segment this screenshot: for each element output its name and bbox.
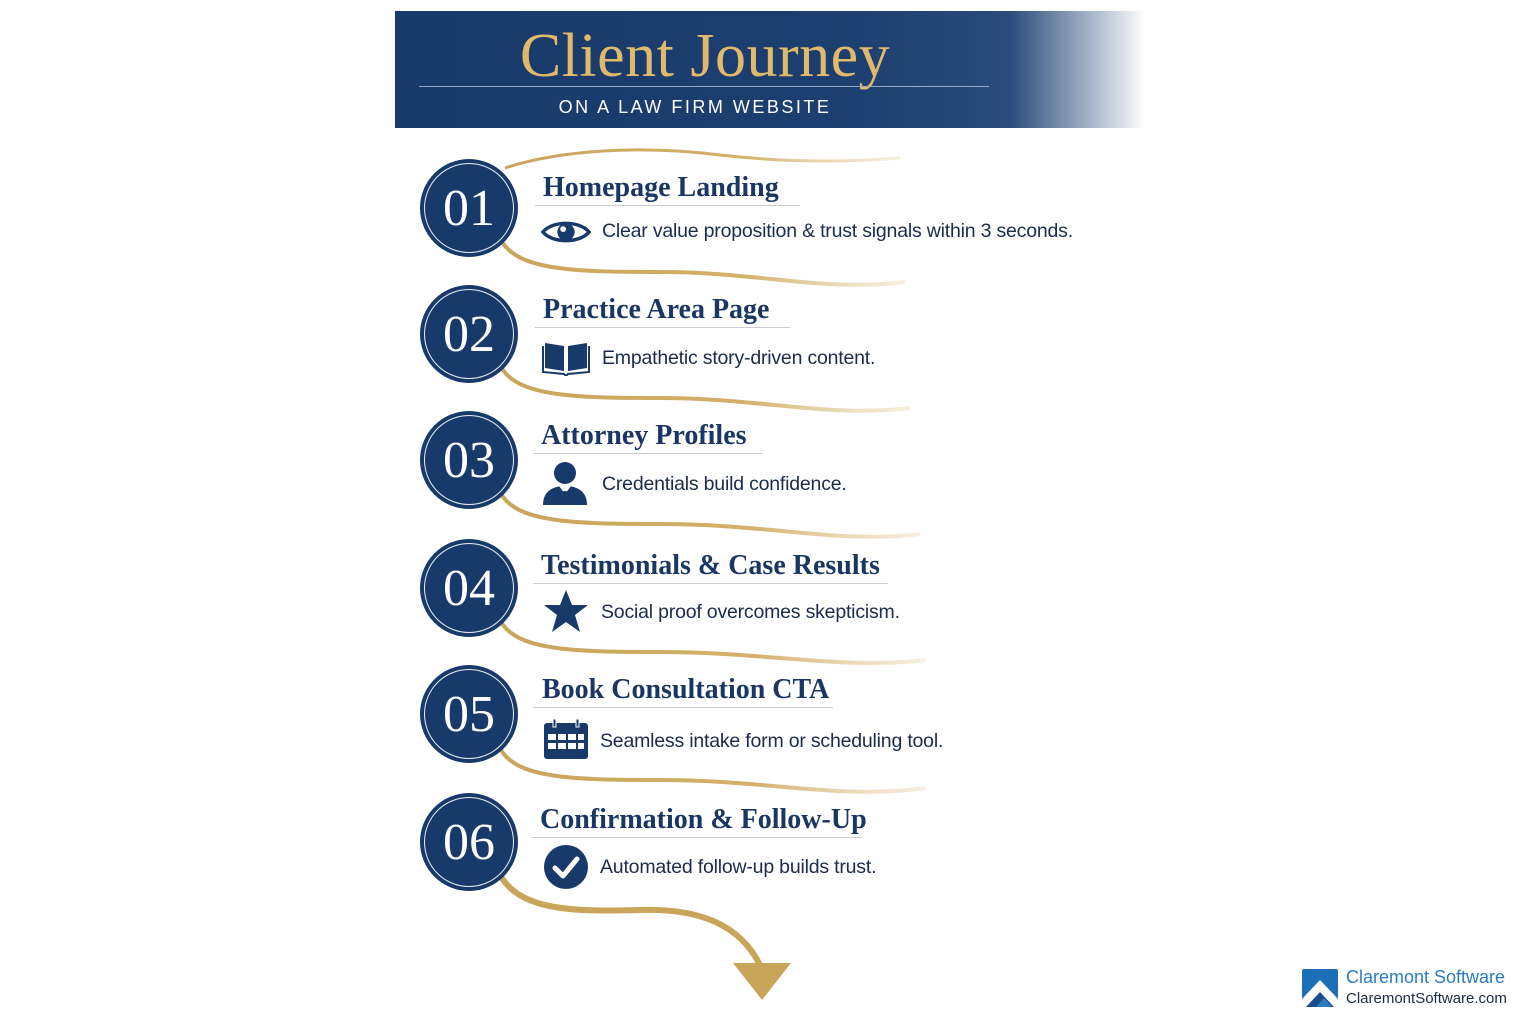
- step-title: Book Consultation CTA: [542, 674, 830, 705]
- step-description: Automated follow-up builds trust.: [600, 856, 877, 878]
- step-title: Homepage Landing: [543, 172, 779, 203]
- step-description: Clear value proposition & trust signals …: [602, 220, 1073, 242]
- down-arrow-icon: [733, 963, 791, 1000]
- step-description: Social proof overcomes skepticism.: [601, 601, 900, 623]
- brand-name: Claremont Software: [1346, 967, 1506, 987]
- star-icon: [541, 588, 591, 634]
- step-number-badge: 04: [421, 540, 517, 636]
- checkmark-circle-icon: [541, 844, 591, 890]
- claremont-logo-icon: [1302, 969, 1338, 1007]
- step-number-badge: 03: [421, 412, 517, 508]
- brand-footer: Claremont Software ClaremontSoftware.com: [1302, 967, 1527, 1013]
- step-title: Testimonials & Case Results: [541, 550, 880, 581]
- step-title-underline: [532, 837, 862, 838]
- page-subtitle: ON A LAW FIRM WEBSITE: [558, 97, 832, 117]
- step-title-underline: [533, 583, 888, 584]
- journey-step-3: 03 Attorney Profiles Credentials build c…: [0, 410, 1536, 520]
- journey-step-2: 02 Practice Area Page Empathetic story-d…: [0, 284, 1536, 394]
- brand-url[interactable]: ClaremontSoftware.com: [1346, 990, 1507, 1007]
- step-description: Credentials build confidence.: [602, 473, 847, 495]
- step-title-underline: [535, 205, 800, 206]
- eye-icon: [541, 212, 591, 252]
- journey-step-1: 01 Homepage Landing Clear value proposit…: [0, 158, 1536, 268]
- journey-step-6: 06 Confirmation & Follow-Up Automated fo…: [0, 792, 1536, 902]
- open-book-icon: [541, 338, 591, 378]
- step-title-underline: [533, 453, 763, 454]
- step-title: Practice Area Page: [543, 294, 770, 325]
- step-description: Empathetic story-driven content.: [602, 347, 876, 369]
- calendar-icon: [541, 716, 591, 762]
- journey-step-4: 04 Testimonials & Case Results Social pr…: [0, 538, 1536, 648]
- step-title-underline: [535, 327, 790, 328]
- step-number-badge: 02: [421, 286, 517, 382]
- page-title: Client Journey: [519, 22, 891, 90]
- step-number-badge: 06: [421, 794, 517, 890]
- step-number-badge: 05: [421, 666, 517, 762]
- title-divider: [419, 86, 989, 87]
- step-title: Attorney Profiles: [541, 420, 747, 451]
- step-description: Seamless intake form or scheduling tool.: [600, 730, 944, 752]
- step-title-underline: [533, 707, 833, 708]
- journey-step-5: 05 Book Consultation CTA Seamless intake…: [0, 664, 1536, 774]
- header-banner: Client Journey ON A LAW FIRM WEBSITE: [395, 11, 1145, 128]
- step-title: Confirmation & Follow-Up: [540, 804, 867, 835]
- attorney-person-icon: [540, 460, 590, 506]
- step-number-badge: 01: [421, 160, 517, 256]
